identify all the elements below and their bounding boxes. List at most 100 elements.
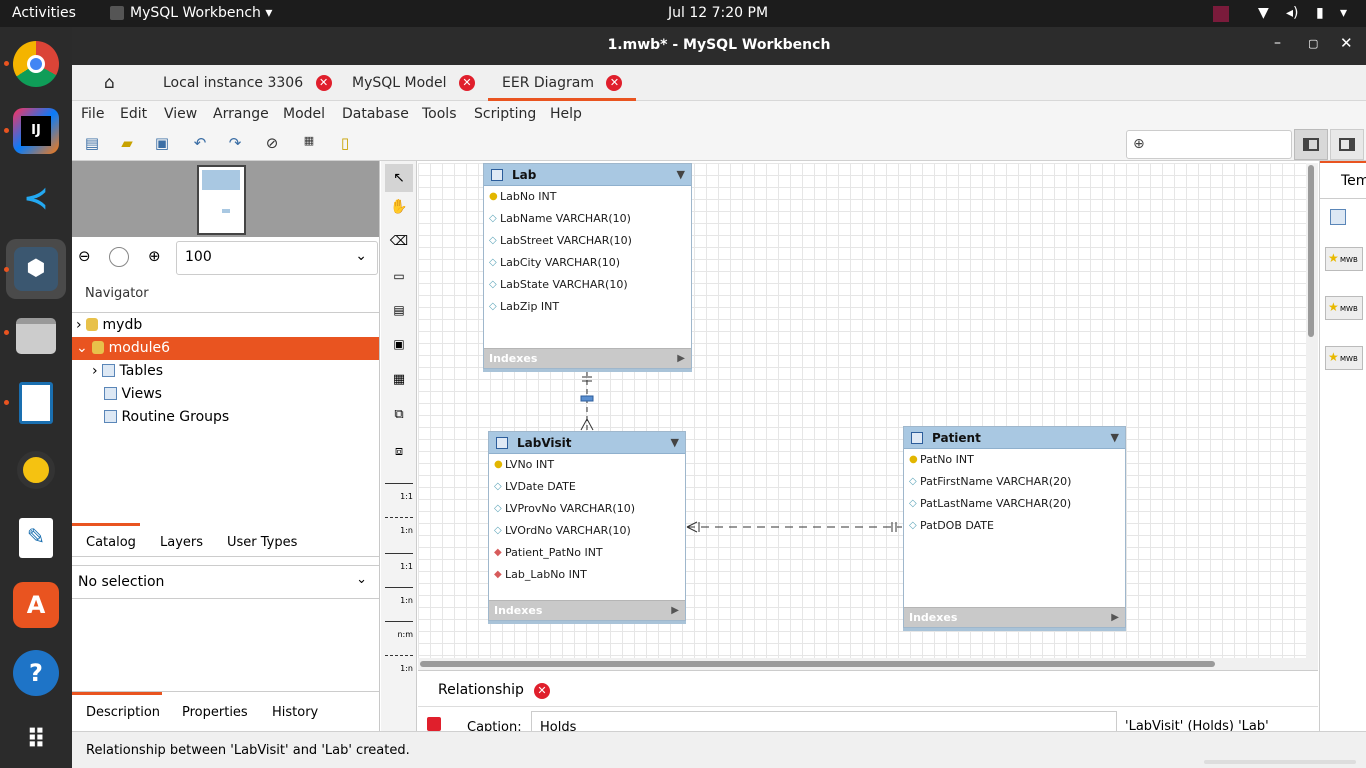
column-row[interactable]: ◆Lab_LabNo INT [489,564,685,586]
column-row[interactable]: ◇LabName VARCHAR(10) [484,208,691,230]
pointer-tool-icon[interactable]: ↖ [385,164,413,192]
relationship-existing-columns-tool[interactable]: 1:n [385,655,413,677]
column-row[interactable]: ◇PatLastName VARCHAR(20) [904,493,1125,515]
table-labvisit[interactable]: LabVisit▼ ●LVNo INT ◇LVDate DATE ◇LVProv… [488,431,686,621]
menu-file[interactable]: File [81,106,105,122]
app-menu[interactable]: MySQL Workbench ▾ [110,5,272,21]
files-icon[interactable] [13,313,59,359]
routine-group-tool-icon[interactable]: ⧈ [394,444,404,459]
menu-database[interactable]: Database [342,106,409,122]
menu-model[interactable]: Model [283,106,326,122]
wifi-icon[interactable]: ▼ [1258,5,1269,21]
relationship-1-1-nonidentifying-tool[interactable]: 1:1 [385,483,413,505]
new-diagram-icon[interactable]: ▯ [340,134,350,152]
indexes-section[interactable]: Indexes▶ [904,607,1125,627]
help-icon[interactable]: ? [13,650,59,696]
expand-arrow-icon[interactable]: ▶ [1111,612,1119,623]
table-header[interactable]: Lab▼ [484,164,691,186]
tab-description[interactable]: Description [72,692,162,720]
relationship-1-n-nonidentifying-tool[interactable]: 1:n [385,517,413,539]
chrome-icon[interactable] [13,41,59,87]
menu-scripting[interactable]: Scripting [474,106,537,122]
collapse-arrow-icon[interactable]: ▼ [676,168,685,181]
toggle-grid-icon[interactable]: ⊘ [265,134,279,152]
close-tab-icon[interactable]: ✕ [459,75,476,91]
relationship-lab-labvisit[interactable] [580,371,594,431]
indexes-section[interactable]: Indexes▶ [489,600,685,620]
column-row[interactable]: ●LVNo INT [489,454,685,476]
tab-relationship[interactable]: Relationship [438,682,524,698]
mwb-template-icon[interactable]: ★MWB [1325,346,1363,370]
tab-mysql-model[interactable]: MySQL Model ✕ [352,65,476,101]
rhythmbox-icon[interactable] [13,447,59,493]
column-row[interactable]: ◇LabZip INT [484,296,691,318]
clock[interactable]: Jul 12 7:20 PM [668,5,769,21]
align-grid-icon[interactable]: ▦ [303,134,315,147]
tray-app-icon[interactable] [1213,6,1229,22]
scrollbar-thumb[interactable] [1308,165,1314,337]
relationship-labvisit-patient[interactable] [686,521,902,533]
show-apps-icon[interactable]: ⠿ [25,725,47,755]
relationship-n-m-tool[interactable]: n:m [385,621,413,643]
selection-combo[interactable]: No selection ⌄ [72,565,379,599]
view-tool-icon[interactable]: ⧉ [394,407,404,422]
minimize-button[interactable]: – [1274,35,1281,51]
zoom-combo[interactable]: 100⌄ [176,241,378,275]
toggle-sidebar-button[interactable] [1294,129,1328,160]
note-tool-icon[interactable]: ▤ [393,303,405,317]
undo-icon[interactable]: ↶ [193,134,207,152]
volume-icon[interactable]: ◂) [1286,5,1299,21]
vscode-icon[interactable]: ≺ [23,180,49,216]
column-row[interactable]: ●PatNo INT [904,449,1125,471]
zoom-slider-handle[interactable] [109,247,129,267]
tree-item-module6[interactable]: ⌄ module6 [72,337,379,360]
tab-layers[interactable]: Layers [160,535,204,550]
mwb-template-icon[interactable]: ★MWB [1325,296,1363,320]
tab-history[interactable]: History [272,705,319,720]
home-icon[interactable]: ⌂ [104,73,115,93]
indexes-section[interactable]: Indexes▶ [484,348,691,368]
column-row[interactable]: ◇LVDate DATE [489,476,685,498]
new-model-icon[interactable]: ▤ [84,134,100,152]
close-tab-icon[interactable]: ✕ [534,683,550,699]
eraser-tool-icon[interactable]: ⌫ [389,234,409,249]
system-menu-caret-icon[interactable]: ▾ [1340,5,1348,21]
mysql-workbench-icon[interactable]: ⬢ [6,239,66,299]
activities-button[interactable]: Activities [12,5,76,21]
text-editor-icon[interactable]: ✎ [13,515,59,561]
column-row[interactable]: ●LabNo INT [484,186,691,208]
navigator-minimap[interactable] [72,161,379,237]
caption-input[interactable]: Holds [531,711,1117,731]
software-center-icon[interactable]: A [13,582,59,628]
zoom-in-icon[interactable]: ⊕ [148,247,161,265]
table-header[interactable]: LabVisit▼ [489,432,685,454]
template-icon[interactable] [1330,209,1346,225]
close-tab-icon[interactable]: ✕ [315,75,332,91]
collapse-arrow-icon[interactable]: ⌄ [76,340,88,356]
relationship-1-1-identifying-tool[interactable]: 1:1 [385,553,413,575]
tree-item-mydb[interactable]: › mydb [72,314,379,337]
tab-templates[interactable]: Tem [1320,161,1366,199]
menu-arrange[interactable]: Arrange [213,106,269,122]
canvas-vertical-scrollbar[interactable] [1306,163,1318,658]
expand-arrow-icon[interactable]: ▶ [671,605,679,616]
scrollbar-thumb[interactable] [420,661,1215,667]
expand-arrow-icon[interactable]: › [76,317,82,333]
column-row[interactable]: ◇LabCity VARCHAR(10) [484,252,691,274]
menu-help[interactable]: Help [550,106,582,122]
column-row[interactable]: ◇LabState VARCHAR(10) [484,274,691,296]
tab-eer-diagram[interactable]: EER Diagram ✕ [488,65,637,101]
tab-user-types[interactable]: User Types [227,535,298,550]
search-input[interactable]: ⊕ [1126,130,1292,159]
intellij-icon[interactable]: IJ [13,108,59,154]
tab-properties[interactable]: Properties [182,705,248,720]
tab-catalog[interactable]: Catalog [72,523,140,550]
menu-edit[interactable]: Edit [120,106,148,122]
column-row[interactable]: ◇LabStreet VARCHAR(10) [484,230,691,252]
layer-tool-icon[interactable]: ▭ [393,269,405,283]
column-row[interactable]: ◇PatDOB DATE [904,515,1125,537]
redo-icon[interactable]: ↷ [228,134,242,152]
column-row[interactable]: ◇LVProvNo VARCHAR(10) [489,498,685,520]
close-tab-icon[interactable]: ✕ [606,75,623,91]
mwb-template-icon[interactable]: ★MWB [1325,247,1363,271]
